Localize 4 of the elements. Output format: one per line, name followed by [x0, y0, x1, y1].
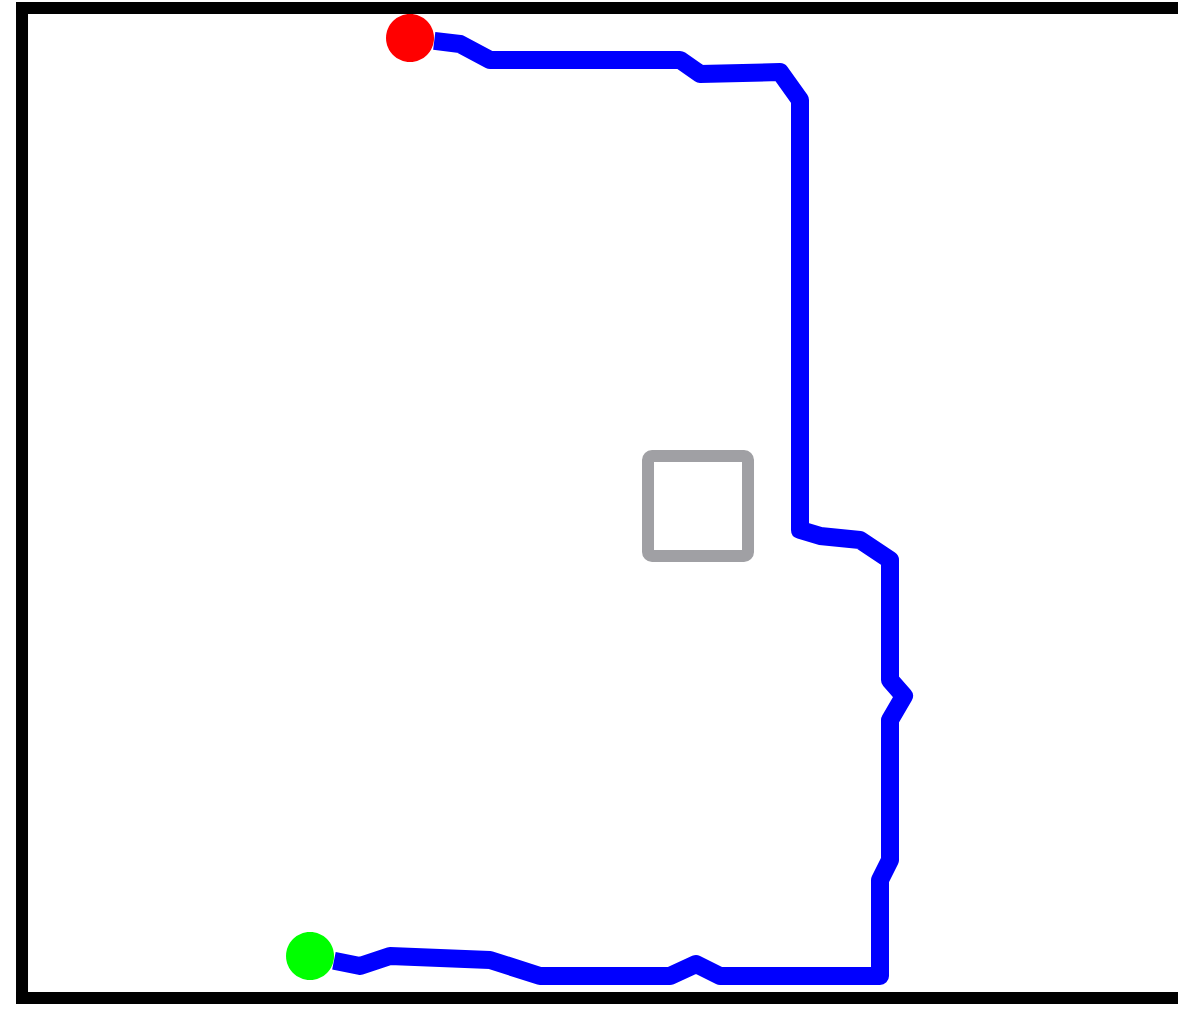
start-dot — [386, 14, 434, 62]
end-dot — [286, 932, 334, 980]
obstacle-square — [642, 450, 754, 562]
path-line — [332, 31, 913, 985]
